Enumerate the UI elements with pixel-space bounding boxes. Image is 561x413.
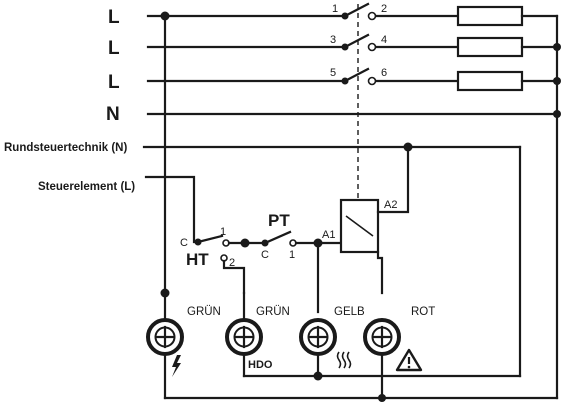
lamp-yellow-label: GELB (334, 306, 365, 318)
lightning-icon (172, 355, 181, 377)
contact-1-blade (343, 2, 370, 18)
coil-symbol-diagonal (345, 215, 374, 237)
ht-blade (196, 234, 224, 244)
pt-out1-label: 1 (289, 249, 295, 261)
lamp-red (363, 318, 401, 356)
junction-r-l3 (553, 77, 561, 85)
wire-ht-to-lamp2 (222, 259, 246, 295)
ht-out2-label: 2 (229, 257, 235, 269)
junction-ht-pt (240, 238, 250, 248)
terminal-4: 4 (381, 34, 387, 46)
terminal-2: 2 (381, 3, 387, 15)
warning-triangle-icon (395, 348, 423, 372)
lamp-green1-label: GRÜN (187, 306, 221, 318)
contactor-coil (339, 198, 380, 254)
heat-waves-icon (336, 351, 352, 369)
line-label-l3: L (108, 72, 120, 93)
lamp-green2-label: GRÜN (256, 306, 290, 318)
contact-2-ring (367, 11, 377, 21)
pt-common-label: C (261, 249, 269, 261)
label-control-element: Steuerelement (L) (38, 181, 135, 193)
ht-common-label: C (180, 237, 188, 249)
line-label-n: N (106, 104, 120, 125)
contact-5-blade (343, 67, 370, 83)
lamp-green-1 (146, 318, 184, 356)
pt-label: PT (268, 211, 290, 230)
junction-l1 (160, 11, 170, 21)
contact-3-blade (343, 33, 370, 49)
terminal-1: 1 (332, 3, 338, 15)
heater-element-3 (456, 70, 524, 92)
ht-label: HT (186, 250, 209, 269)
label-ripple-control: Rundsteuertechnik (N) (4, 142, 127, 154)
wire-coil-to-red (376, 250, 384, 295)
wire-control-element (144, 175, 196, 244)
contact-4-ring (367, 42, 377, 52)
line-label-l1: L (108, 7, 120, 28)
junction-r-l2 (553, 43, 561, 51)
pt-blade (263, 230, 292, 245)
heater-element-2 (456, 36, 524, 58)
lamp-red-label: ROT (411, 306, 435, 318)
coil-a2-label: A2 (384, 199, 397, 211)
terminal-5: 5 (330, 67, 336, 79)
lamp-yellow (299, 318, 337, 356)
lamp-green-2 (225, 318, 263, 356)
terminal-3: 3 (330, 34, 336, 46)
contact-6-ring (367, 76, 377, 86)
line-label-l2: L (108, 38, 120, 59)
heater-element-1 (456, 5, 524, 27)
coil-a1-label: A1 (322, 229, 335, 241)
junction-r-n (553, 110, 561, 118)
wire-a2 (376, 145, 410, 214)
hdo-label: HDO (248, 359, 273, 371)
ht-out1-label: 1 (220, 226, 226, 238)
terminal-6: 6 (381, 67, 387, 79)
